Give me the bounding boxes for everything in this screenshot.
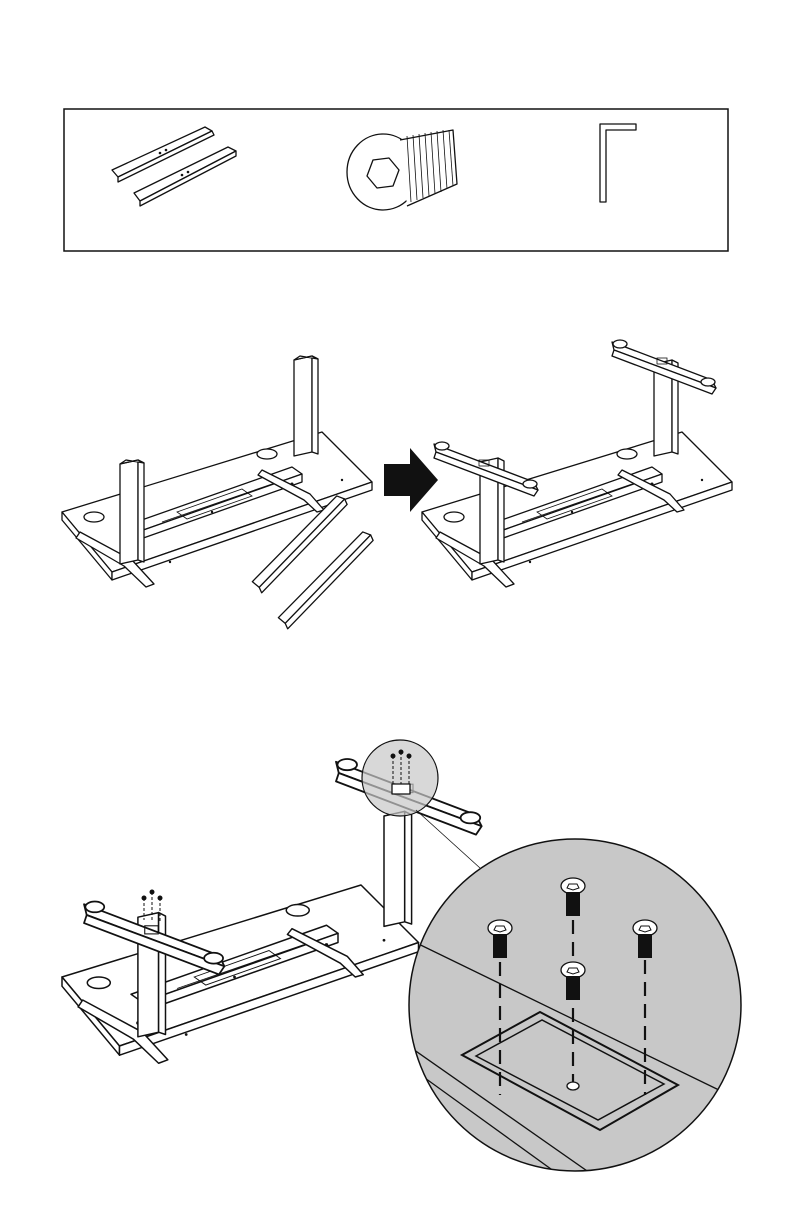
parts-box	[64, 109, 728, 251]
right-arrow-icon	[384, 448, 438, 512]
step2-main	[62, 811, 419, 1063]
loose-foot-2	[260, 529, 391, 630]
step1-before	[62, 356, 372, 587]
screw-detail-magnifier	[400, 839, 760, 1190]
small-magnifier-circle	[362, 740, 438, 816]
step1-after	[422, 360, 732, 587]
